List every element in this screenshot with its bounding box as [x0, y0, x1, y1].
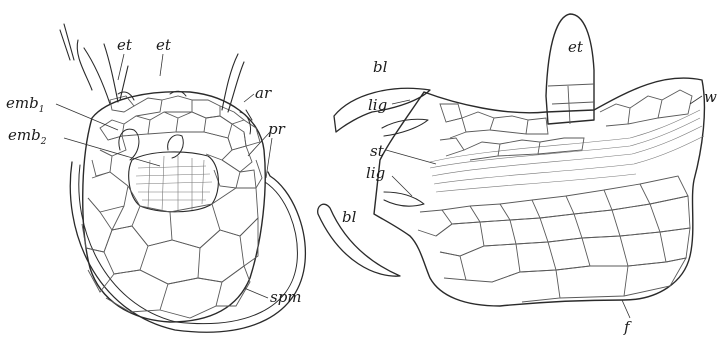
label-et-right: et: [568, 38, 584, 56]
leader-f: [622, 300, 630, 318]
leader-emb1: [56, 104, 118, 130]
label-pr: pr: [268, 120, 286, 138]
ligule-bottom: [384, 192, 424, 206]
lower-cell-network: [82, 172, 258, 318]
leader-et-b: [160, 54, 163, 76]
label-emb2-base: emb: [8, 126, 41, 144]
leader-ar: [244, 94, 254, 102]
label-bl-bottom: bl: [342, 208, 357, 226]
label-et-left-a: et: [117, 36, 133, 54]
label-ar: ar: [255, 84, 272, 102]
et-stalk-outline: [546, 14, 594, 124]
label-f: f: [623, 318, 632, 336]
right-upper-cell-network: [440, 90, 692, 160]
label-emb2: emb2: [8, 126, 47, 147]
upper-cell-network: [92, 96, 262, 188]
label-st: st: [370, 142, 385, 160]
label-w: w: [704, 88, 717, 106]
leader-st: [386, 150, 436, 164]
label-emb1-base: emb: [6, 94, 39, 112]
leader-spm: [244, 288, 268, 298]
label-emb1-sub: 1: [39, 105, 45, 115]
main-body-outline: [374, 78, 704, 306]
label-emb2-sub: 2: [40, 137, 47, 147]
lower-blade-outline: [318, 204, 400, 276]
leader-emb2: [64, 138, 160, 166]
leader-pr-a: [248, 132, 270, 156]
right-drawing-seedling-section: bl lig et w st lig bl f: [318, 14, 717, 336]
label-lig-top: lig: [368, 96, 387, 114]
leader-et-a: [118, 54, 124, 80]
ligule-top: [382, 119, 428, 136]
label-spm: spm: [270, 288, 302, 306]
left-drawing-embryo-section: et et ar emb1 emb2 pr spm: [6, 24, 305, 332]
label-et-left-b: et: [156, 36, 172, 54]
label-lig-bottom: lig: [366, 164, 385, 182]
embryo-tissue: [119, 129, 218, 212]
leader-pr-b: [266, 138, 272, 178]
right-lower-cell-network: [418, 176, 690, 302]
label-bl-top: bl: [373, 58, 388, 76]
label-emb1: emb1: [6, 94, 44, 115]
prothallium-outline: [83, 92, 266, 322]
